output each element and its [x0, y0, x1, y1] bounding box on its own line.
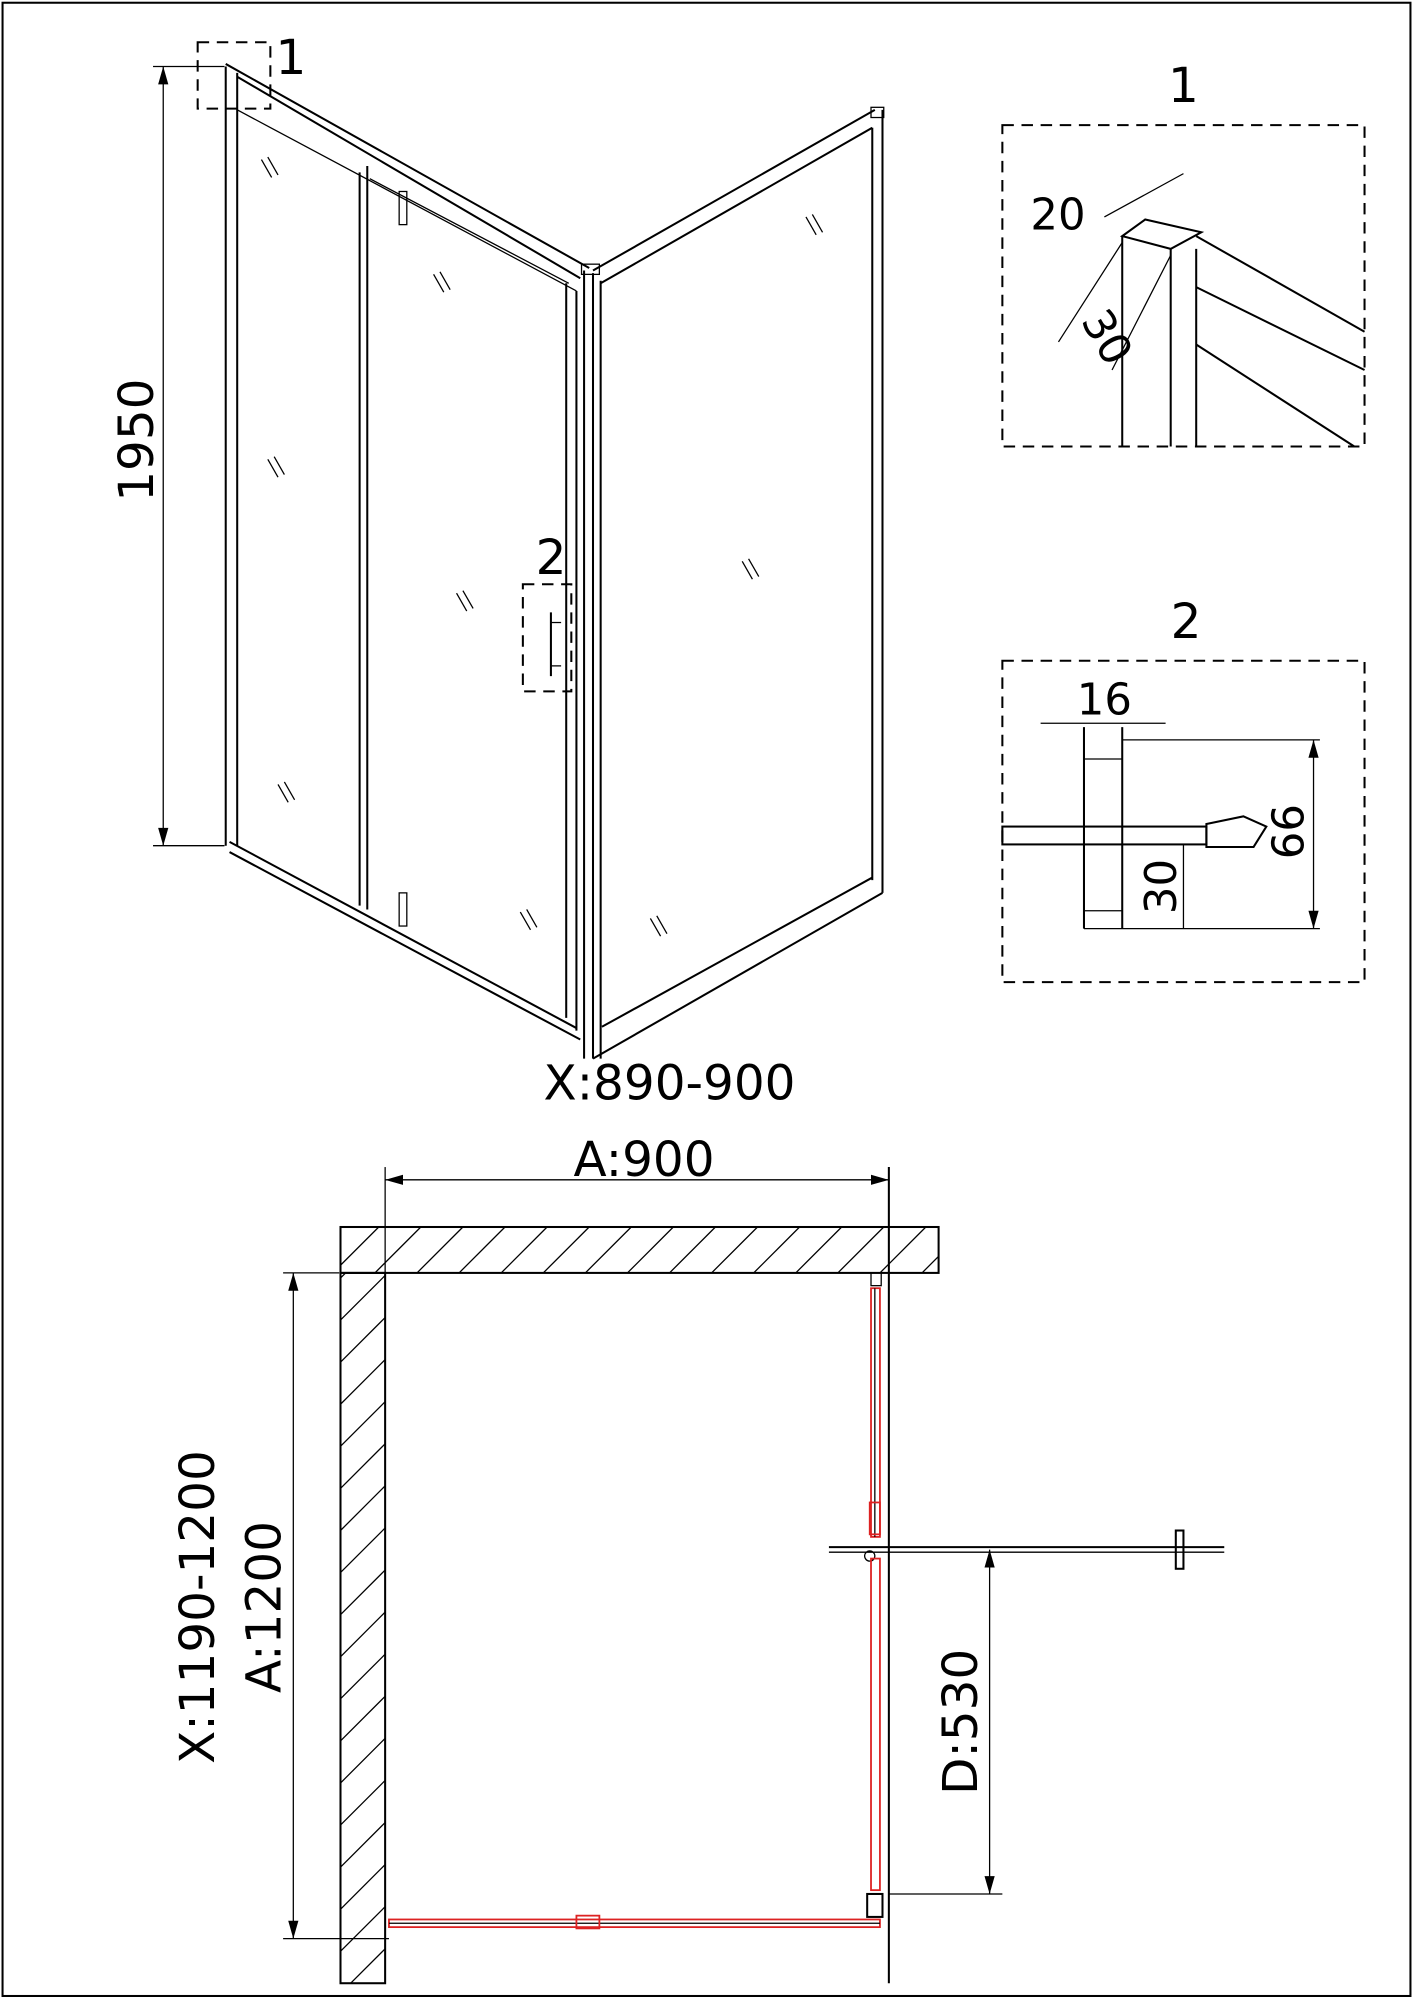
door-dim: D:530	[933, 1649, 989, 1795]
wall-hatch-line	[669, 1226, 716, 1274]
detail2-callout-label: 2	[536, 530, 567, 586]
detail1-depth-dim: 30	[1071, 301, 1142, 374]
wall-hatch-line	[340, 1906, 386, 1952]
wall-hatch-line	[500, 1226, 548, 1274]
glass-reflection-mark	[277, 784, 289, 803]
wall-hatch-line	[340, 1275, 386, 1321]
glass-reflection-mark	[267, 156, 279, 176]
wall-hatch-line	[350, 1948, 386, 1984]
wall-hatch-line	[340, 1401, 386, 1447]
glass-reflection-mark	[741, 560, 753, 580]
glass-reflection-mark	[433, 274, 445, 293]
glass-reflection-mark	[455, 592, 468, 612]
detail2-thickness-dim: 16	[1077, 675, 1132, 725]
wall-hatch-line	[340, 1272, 347, 1279]
glass-reflection-mark	[267, 458, 279, 478]
wall-hatch-line	[340, 1780, 386, 1826]
detail2-offset-dim: 30	[1137, 859, 1187, 914]
wall-hatch-line	[340, 1359, 386, 1405]
wall-hatch-line	[626, 1226, 674, 1274]
glass-reflection-mark	[526, 909, 538, 928]
detail1-width-dim: 20	[1030, 191, 1085, 241]
glass-reflection-mark	[462, 590, 474, 609]
wall-hatch-line	[921, 1255, 940, 1274]
glass-reflection-mark	[649, 918, 662, 937]
wall-hatch-line	[340, 1653, 386, 1700]
wall-hatch-line	[340, 1737, 386, 1784]
glass-reflection-mark	[260, 159, 273, 178]
wall-hatch-line	[340, 1443, 386, 1489]
glass-reflection-mark	[439, 271, 451, 290]
glass-reflection-mark	[519, 911, 532, 931]
wall-hatch-line	[542, 1226, 590, 1274]
wall-hatch-line	[458, 1226, 506, 1274]
wall-hatch-line	[879, 1226, 927, 1274]
height-dimension: 1950	[109, 378, 165, 501]
detail-2: 2 16 66 30	[1001, 594, 1366, 984]
wall-hatch-line	[340, 1317, 386, 1363]
detail2-title: 2	[1171, 594, 1202, 650]
wall-hatch-line	[340, 1569, 386, 1616]
wall-hatch-line	[340, 1822, 386, 1868]
detail1-callout-label: 1	[275, 30, 306, 86]
width-range-dimension: X:890-900	[544, 1055, 796, 1111]
wall-hatch-line	[374, 1226, 422, 1274]
glass-reflection-mark	[805, 216, 817, 236]
detail-1: 1 20 30	[1001, 58, 1366, 448]
wall-hatch-line	[711, 1226, 758, 1274]
detail1-title: 1	[1168, 58, 1199, 114]
wall-hatch-line	[340, 1226, 380, 1266]
glass-reflection-mark	[748, 558, 760, 577]
detail2-callout-box	[521, 583, 573, 693]
plan-width-dim: A:900	[573, 1132, 714, 1188]
left-wall	[339, 1271, 387, 1985]
plan-depth-range: X:1190-1200	[170, 1450, 226, 1764]
wall-hatch-line	[584, 1226, 632, 1274]
perspective-view: 1950 1 2 X:890-900	[109, 30, 885, 1111]
wall-hatch-line	[340, 1527, 386, 1574]
wall-hatch-line	[753, 1226, 801, 1274]
plan-view: A:900 D:530 A:1200 X:1190-1200	[170, 1132, 1225, 1985]
glass-reflection-mark	[283, 781, 296, 801]
wall-hatch-line	[340, 1485, 386, 1531]
detail1-callout-box	[196, 41, 272, 110]
glass-reflection-mark	[273, 456, 285, 475]
wall-hatch-line	[340, 1864, 386, 1910]
wall-hatch-line	[340, 1611, 386, 1658]
wall-hatch-line	[416, 1226, 464, 1274]
wall-hatch-line	[795, 1226, 843, 1274]
wall-hatch-line	[340, 1695, 386, 1742]
top-wall	[339, 1225, 940, 1274]
glass-reflection-mark	[656, 915, 668, 935]
wall-hatch-line	[837, 1226, 885, 1274]
detail2-height-dim: 66	[1264, 804, 1314, 859]
glass-reflection-mark	[811, 214, 824, 233]
plan-depth-dim: A:1200	[237, 1521, 293, 1693]
